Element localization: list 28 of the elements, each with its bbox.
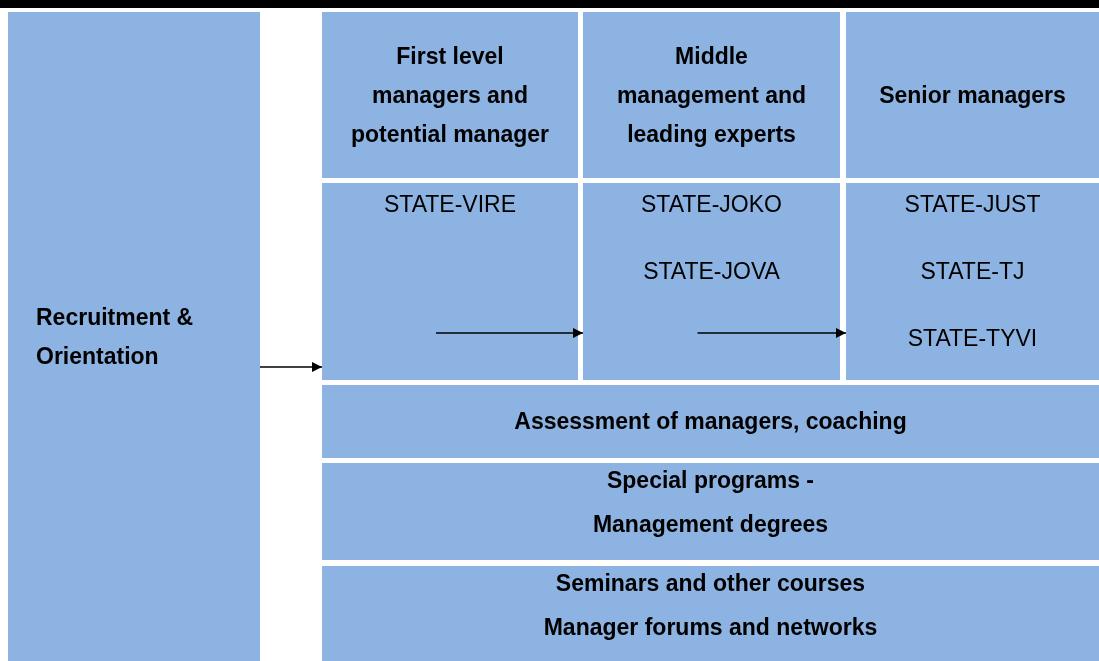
program-label: Special programs -	[606, 466, 815, 495]
table-cell	[322, 12, 578, 178]
table-cell	[322, 463, 1099, 560]
arrow	[259, 361, 323, 373]
table-cell	[846, 183, 1099, 380]
course-code: STATE-TYVI	[907, 324, 1038, 353]
table-cell	[322, 566, 1099, 661]
course-code: STATE-JUST	[904, 190, 1041, 219]
column-header: Senior managers	[879, 80, 1066, 110]
table-cell	[846, 12, 1099, 178]
row-header: Recruitment & Orientation	[36, 302, 195, 371]
column-header: Middle management and leading experts	[615, 41, 808, 149]
program-label: Manager forums and networks	[543, 613, 878, 642]
course-code: STATE-JOVA	[643, 257, 780, 286]
program-label: Management degrees	[592, 510, 829, 539]
table-cell	[322, 183, 578, 380]
table-cell	[583, 183, 840, 380]
course-code: STATE-JOKO	[641, 190, 782, 219]
course-code: STATE-TJ	[920, 257, 1025, 286]
program-label: Assessment of managers, coaching	[514, 407, 907, 436]
course-code: STATE-VIRE	[383, 190, 517, 219]
arrow	[435, 327, 584, 339]
table-cell	[583, 12, 840, 178]
program-label: Seminars and other courses	[555, 569, 866, 598]
table-cell	[8, 12, 260, 661]
table-cell	[322, 385, 1099, 458]
column-header: First level managers and potential manager	[349, 41, 551, 149]
arrow	[696, 327, 847, 339]
